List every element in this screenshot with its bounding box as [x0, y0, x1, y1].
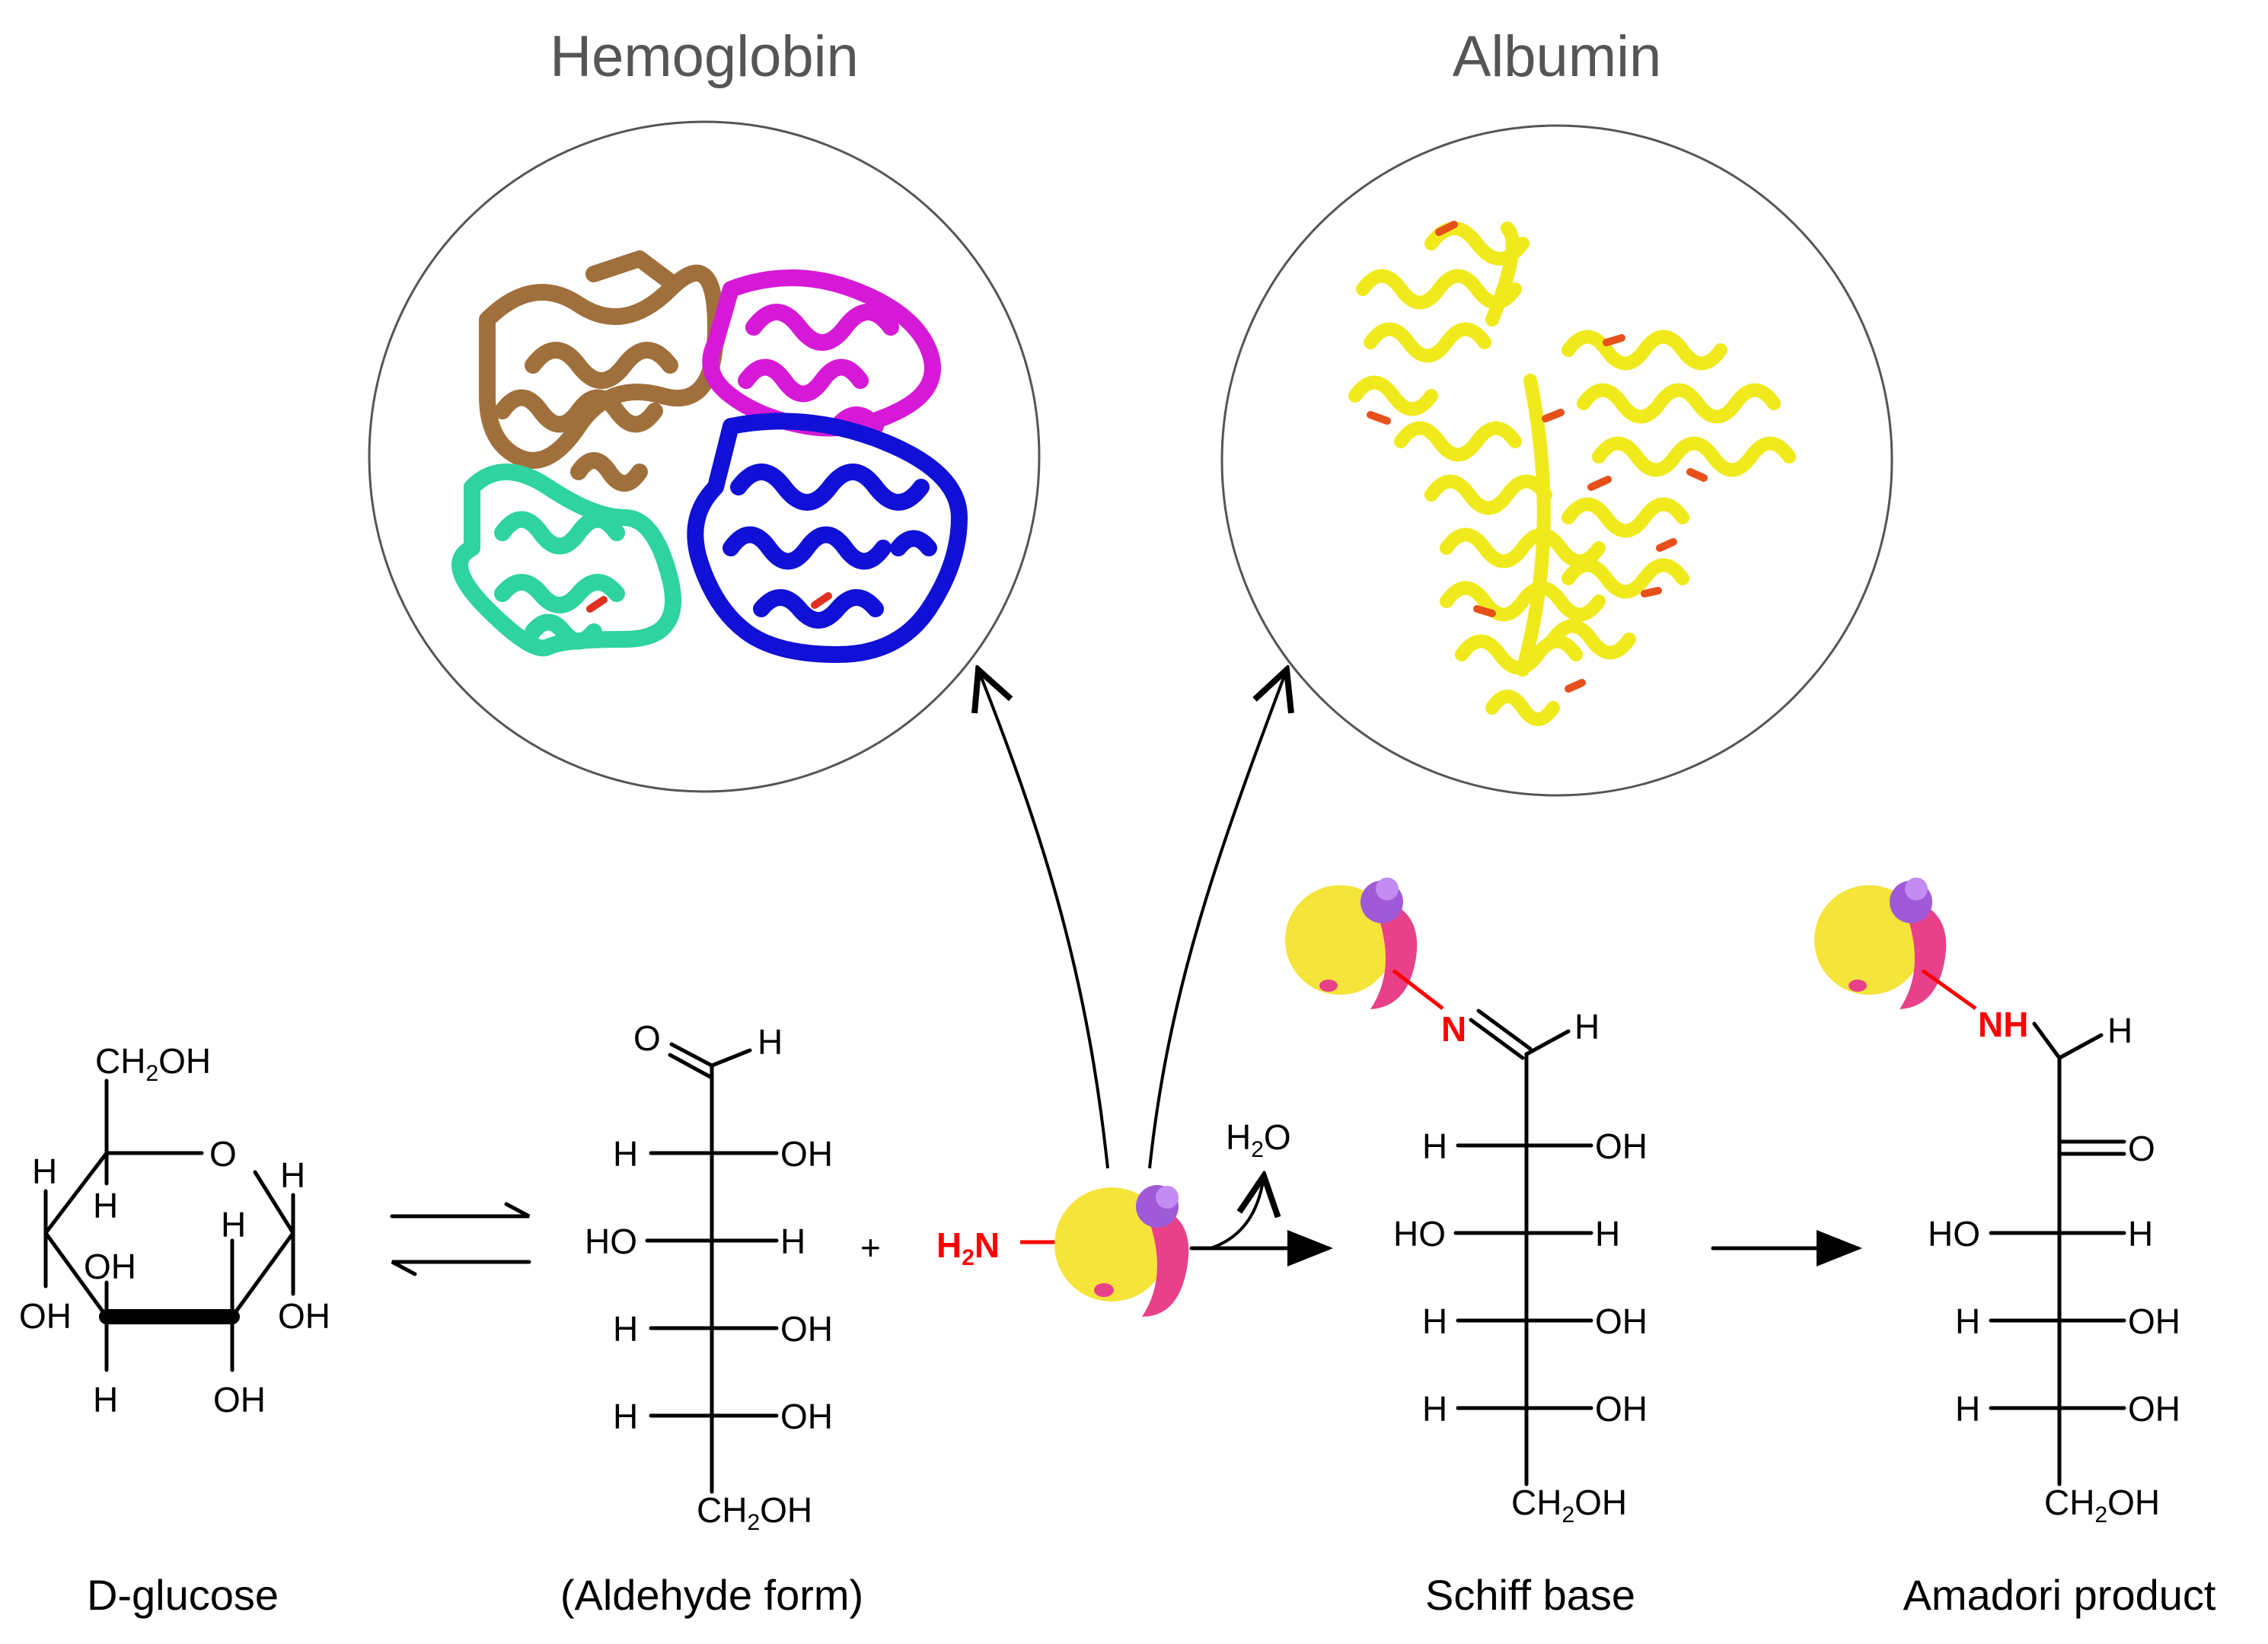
albumin-structure [1220, 124, 1893, 797]
svg-text:H: H [2107, 1011, 2132, 1050]
water-label: H2O [1226, 1117, 1291, 1162]
aldehyde-structure: O H H OH HO H H OH H OH CH2OH [585, 1018, 833, 1535]
svg-text:OH: OH [1595, 1389, 1648, 1429]
arrow-to-hemoglobin [978, 670, 1109, 1169]
svg-text:OH: OH [19, 1296, 72, 1336]
svg-text:H2N: H2N [936, 1225, 1000, 1270]
plus-sign: + [860, 1228, 881, 1267]
svg-text:OH: OH [213, 1380, 266, 1419]
svg-text:CH2OH: CH2OH [1511, 1483, 1627, 1528]
svg-text:H: H [613, 1134, 638, 1174]
svg-text:OH: OH [780, 1397, 833, 1436]
svg-text:HO: HO [1393, 1214, 1446, 1254]
caption-amadori-product: Amadori product [1903, 1571, 2216, 1619]
albumin-title: Albumin [1453, 24, 1662, 89]
hemoglobin-magenta-subunit [702, 269, 941, 437]
equilibrium-arrows [390, 1202, 531, 1276]
svg-text:H: H [32, 1152, 57, 1191]
svg-text:OH: OH [1595, 1126, 1648, 1166]
svg-text:NH: NH [1978, 1005, 2028, 1044]
svg-text:OH: OH [1595, 1302, 1648, 1341]
hemoglobin-circle [368, 120, 1041, 793]
svg-text:H: H [1422, 1389, 1447, 1429]
svg-text:H: H [1955, 1302, 1980, 1341]
svg-text:H: H [1574, 1007, 1600, 1047]
svg-text:H: H [613, 1397, 638, 1436]
svg-text:OH: OH [2128, 1302, 2180, 1341]
arrow-to-albumin [1148, 670, 1287, 1169]
albumin-circle [1220, 124, 1893, 797]
caption-aldehyde-form: (Aldehyde form) [560, 1571, 863, 1619]
amine-protein: H2N [936, 1185, 1189, 1317]
amadori-product-structure: NH H O HO H H OH H OH CH2OH [1814, 878, 2180, 1528]
svg-text:O: O [633, 1018, 661, 1058]
svg-text:H: H [280, 1155, 305, 1195]
svg-text:H: H [221, 1205, 246, 1244]
caption-schiff-base: Schiff base [1425, 1571, 1635, 1619]
hemoglobin-blue-subunit [687, 413, 968, 663]
ring-oxygen: O [209, 1134, 237, 1174]
svg-text:H: H [1595, 1214, 1620, 1254]
svg-text:H: H [1422, 1302, 1447, 1341]
svg-text:HO: HO [585, 1222, 637, 1261]
d-glucose-structure: CH2OH O H H H H OH OH OH H OH [19, 1041, 330, 1419]
svg-text:OH: OH [278, 1296, 330, 1336]
svg-text:H: H [93, 1380, 118, 1419]
schiff-base-structure: N H H OH HO H H OH H OH CH2OH [1285, 878, 1648, 1528]
svg-text:CH2OH: CH2OH [2044, 1483, 2160, 1528]
caption-d-glucose: D-glucose [87, 1571, 279, 1619]
svg-text:H: H [1422, 1126, 1447, 1166]
svg-text:H: H [93, 1186, 118, 1225]
reaction-arrow-1: H2O [1189, 1117, 1333, 1266]
svg-text:O: O [2128, 1129, 2155, 1168]
svg-text:H: H [2128, 1214, 2153, 1254]
svg-text:CH2OH: CH2OH [95, 1041, 211, 1086]
svg-text:H: H [758, 1022, 783, 1062]
svg-text:OH: OH [780, 1309, 833, 1349]
svg-text:OH: OH [2128, 1389, 2180, 1429]
hemoglobin-teal-subunit [451, 464, 681, 657]
svg-text:H: H [780, 1222, 805, 1261]
svg-text:H: H [1955, 1389, 1980, 1429]
svg-text:N: N [1441, 1009, 1466, 1049]
svg-text:H: H [613, 1309, 638, 1349]
svg-text:OH: OH [780, 1134, 833, 1174]
svg-text:HO: HO [1928, 1214, 1980, 1254]
svg-text:CH2OH: CH2OH [697, 1490, 812, 1535]
svg-text:OH: OH [84, 1247, 136, 1286]
hemoglobin-title: Hemoglobin [550, 24, 859, 89]
hemoglobin-structure [368, 120, 1041, 793]
